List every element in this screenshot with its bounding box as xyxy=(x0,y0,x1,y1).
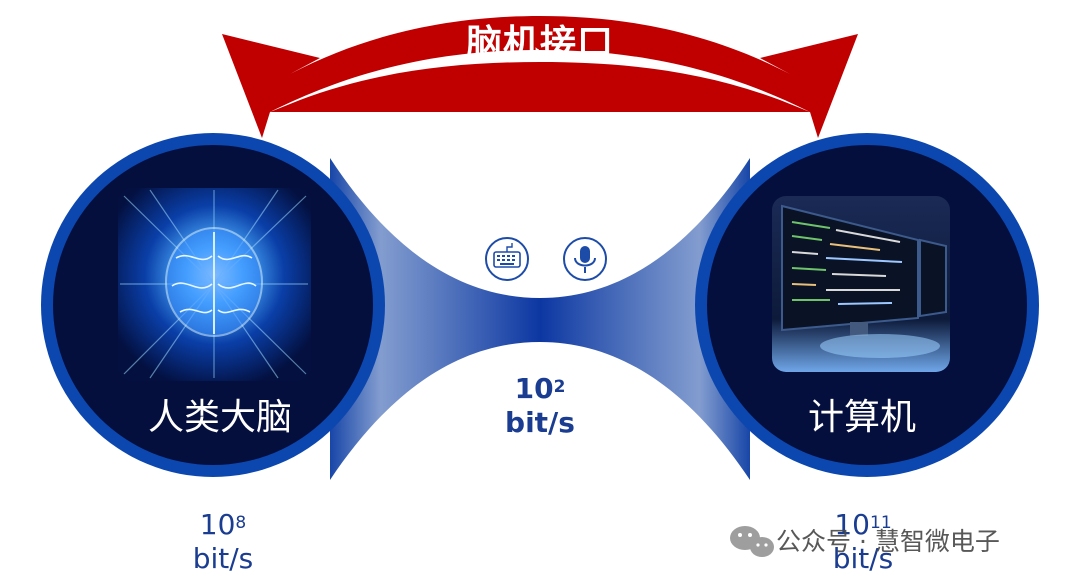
brain-rate-unit: bit/s xyxy=(192,542,254,575)
bottleneck-rate-base: 10 xyxy=(514,372,554,405)
bottleneck-rate: 102 bit/s xyxy=(490,372,590,440)
bottleneck-top-bowl xyxy=(356,150,724,296)
computer-node xyxy=(695,133,1039,477)
computer-rate-base: 10 xyxy=(834,508,870,541)
watermark-text: 公众号 · 慧智微电子 xyxy=(776,527,1000,556)
human-brain-node xyxy=(41,133,385,477)
arrow-label: 脑机接口 xyxy=(465,23,614,64)
bandwidth-bottleneck xyxy=(330,158,750,480)
computer-rate: 1011 bit/s xyxy=(808,508,918,576)
computer-rate-unit: bit/s xyxy=(832,542,894,575)
wechat-icon xyxy=(730,526,774,557)
bottleneck-bottom-bowl xyxy=(356,344,724,490)
computer-rate-exp: 11 xyxy=(870,513,892,533)
bidirectional-arrow xyxy=(222,16,858,138)
right-node-label: 计算机 xyxy=(808,397,917,438)
bottleneck-rate-unit: bit/s xyxy=(505,406,575,439)
computer-monitors-image xyxy=(772,196,950,372)
microphone-icon xyxy=(563,237,607,281)
left-node-label: 人类大脑 xyxy=(148,397,293,438)
brain-rate: 108 bit/s xyxy=(168,508,278,576)
brain-rate-base: 10 xyxy=(199,508,236,541)
brain-image xyxy=(118,188,311,381)
brain-rate-exp: 8 xyxy=(235,513,247,533)
bottleneck-rate-exp: 2 xyxy=(553,377,566,397)
keyboard-icon xyxy=(485,237,529,281)
